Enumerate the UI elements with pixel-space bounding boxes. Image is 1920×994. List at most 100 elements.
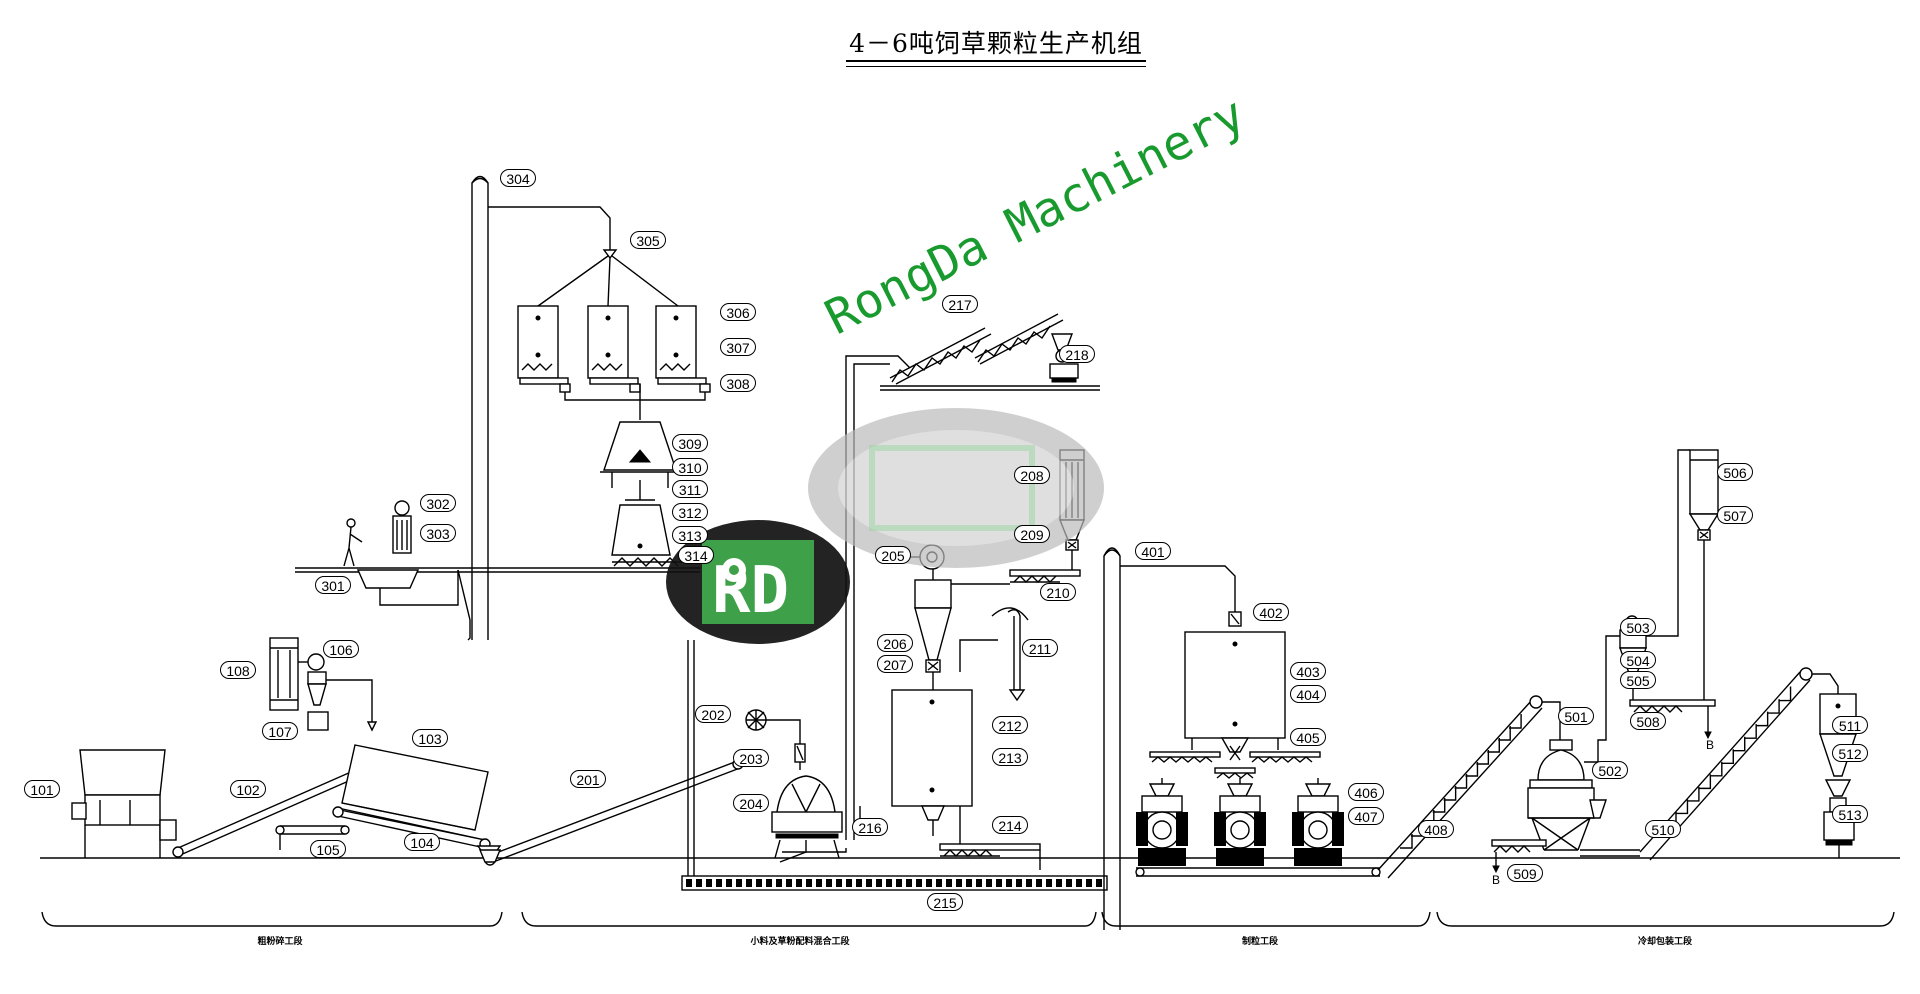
label-106: 106 — [323, 640, 359, 658]
belt-conveyor-105 — [275, 825, 350, 850]
label-102: 102 — [230, 780, 266, 798]
label-209: 209 — [1014, 525, 1050, 543]
label-302: 302 — [420, 494, 456, 512]
label-104: 104 — [404, 833, 440, 851]
label-211: 211 — [1022, 639, 1058, 657]
label-403: 403 — [1290, 662, 1326, 680]
label-304: 304 — [500, 169, 536, 187]
cooler-501-502 — [1527, 635, 1640, 851]
label-212: 212 — [992, 716, 1028, 734]
label-203: 203 — [733, 749, 769, 767]
label-513: 513 — [1832, 805, 1868, 823]
bucket-elevator-401 — [1103, 547, 1236, 930]
label-405: 405 — [1290, 728, 1326, 746]
label-408: 408 — [1418, 820, 1454, 838]
label-101: 101 — [24, 780, 60, 798]
label-510: 510 — [1645, 820, 1681, 838]
fan-202 — [745, 709, 767, 731]
label-204: 204 — [733, 794, 769, 812]
fan-106-cyclone-107-filter-108 — [269, 637, 378, 732]
label-512: 512 — [1832, 744, 1868, 762]
drum-screen-103 — [339, 744, 489, 841]
label-107: 107 — [262, 722, 298, 740]
section-label-coarse-crushing: 粗粉碎工段 — [257, 937, 303, 947]
packing-bin-511-513 — [1812, 673, 1857, 858]
label-508: 508 — [1630, 712, 1666, 730]
label-501: 501 — [1558, 707, 1594, 725]
intake-pit-301 — [295, 567, 700, 641]
diagram-title: 4－6吨饲草颗粒生产机组 — [849, 29, 1143, 58]
screw-conveyors-217 — [880, 313, 1100, 391]
label-504: 504 — [1620, 651, 1656, 669]
crusher-hopper-101 — [71, 749, 177, 858]
label-201: 201 — [570, 770, 606, 788]
bracket-section-3 — [1101, 911, 1431, 927]
label-307: 307 — [720, 338, 756, 356]
bracket-section-4 — [1436, 911, 1895, 927]
label-402: 402 — [1253, 603, 1289, 621]
label-206: 206 — [877, 634, 913, 652]
label-218: 218 — [1059, 345, 1095, 363]
label-215: 215 — [927, 893, 963, 911]
label-313: 313 — [672, 526, 708, 544]
rongda-watermark-logo: RD — [666, 408, 1104, 644]
bracket-section-1 — [41, 911, 503, 927]
pellet-mill-1 — [1136, 778, 1188, 866]
section-label-pelleting: 制粒工段 — [1241, 937, 1278, 947]
label-105: 105 — [310, 840, 346, 858]
mixer-bin-212-213 — [859, 672, 973, 846]
label-208: 208 — [1014, 466, 1050, 484]
title-underline-thin — [846, 66, 1146, 67]
distributor-305 — [537, 249, 679, 307]
pellet-mill-floor — [1135, 867, 1381, 877]
dust-filter-302-303 — [392, 500, 412, 554]
label-202: 202 — [695, 705, 731, 723]
cyclone-206-207 — [914, 569, 1010, 673]
label-308: 308 — [720, 374, 756, 392]
label-506: 506 — [1717, 463, 1753, 481]
title-underline — [846, 60, 1146, 62]
belt-conveyor-201 — [478, 758, 744, 866]
section-label-cooling-packing: 冷却包装工段 — [1637, 937, 1692, 947]
label-404: 404 — [1290, 685, 1326, 703]
label-305: 305 — [630, 231, 666, 249]
label-213: 213 — [992, 748, 1028, 766]
scraper-conveyor-215 — [681, 875, 1108, 891]
label-407: 407 — [1348, 807, 1384, 825]
label-511: 511 — [1832, 716, 1868, 734]
marker-b-2: B — [1492, 873, 1501, 887]
pellet-mill-2 — [1214, 778, 1266, 866]
screw-conveyor-210 — [1009, 569, 1081, 583]
pellet-bin-402-404 — [1184, 611, 1286, 761]
label-216: 216 — [852, 818, 888, 836]
air-pipe-211 — [959, 607, 1029, 702]
batching-scale-309-311 — [600, 421, 680, 501]
grinder-203-204 — [766, 719, 843, 863]
label-310: 310 — [672, 458, 708, 476]
label-502: 502 — [1592, 761, 1628, 779]
pulse-filter-506-507 — [1688, 449, 1720, 700]
label-306: 306 — [720, 303, 756, 321]
label-214: 214 — [992, 816, 1028, 834]
bucket-elevator-304 — [471, 175, 611, 640]
label-303: 303 — [420, 524, 456, 542]
distribution-screws-405 — [1149, 751, 1321, 779]
pellet-mill-3 — [1292, 778, 1344, 866]
section-label-dosing-mixing: 小料及草粉配料混合工段 — [750, 937, 850, 947]
label-406: 406 — [1348, 783, 1384, 801]
label-311: 311 — [672, 480, 708, 498]
mixer-312-313 — [611, 504, 690, 567]
label-401: 401 — [1135, 542, 1171, 560]
label-505: 505 — [1620, 671, 1656, 689]
label-108: 108 — [220, 661, 256, 679]
screw-conveyor-214 — [939, 843, 1041, 870]
label-312: 312 — [672, 503, 708, 521]
label-301: 301 — [315, 576, 351, 594]
label-507: 507 — [1717, 506, 1753, 524]
bins-306-308 — [517, 305, 711, 420]
bracket-section-2 — [521, 911, 1097, 927]
label-103: 103 — [412, 729, 448, 747]
label-217: 217 — [942, 295, 978, 313]
